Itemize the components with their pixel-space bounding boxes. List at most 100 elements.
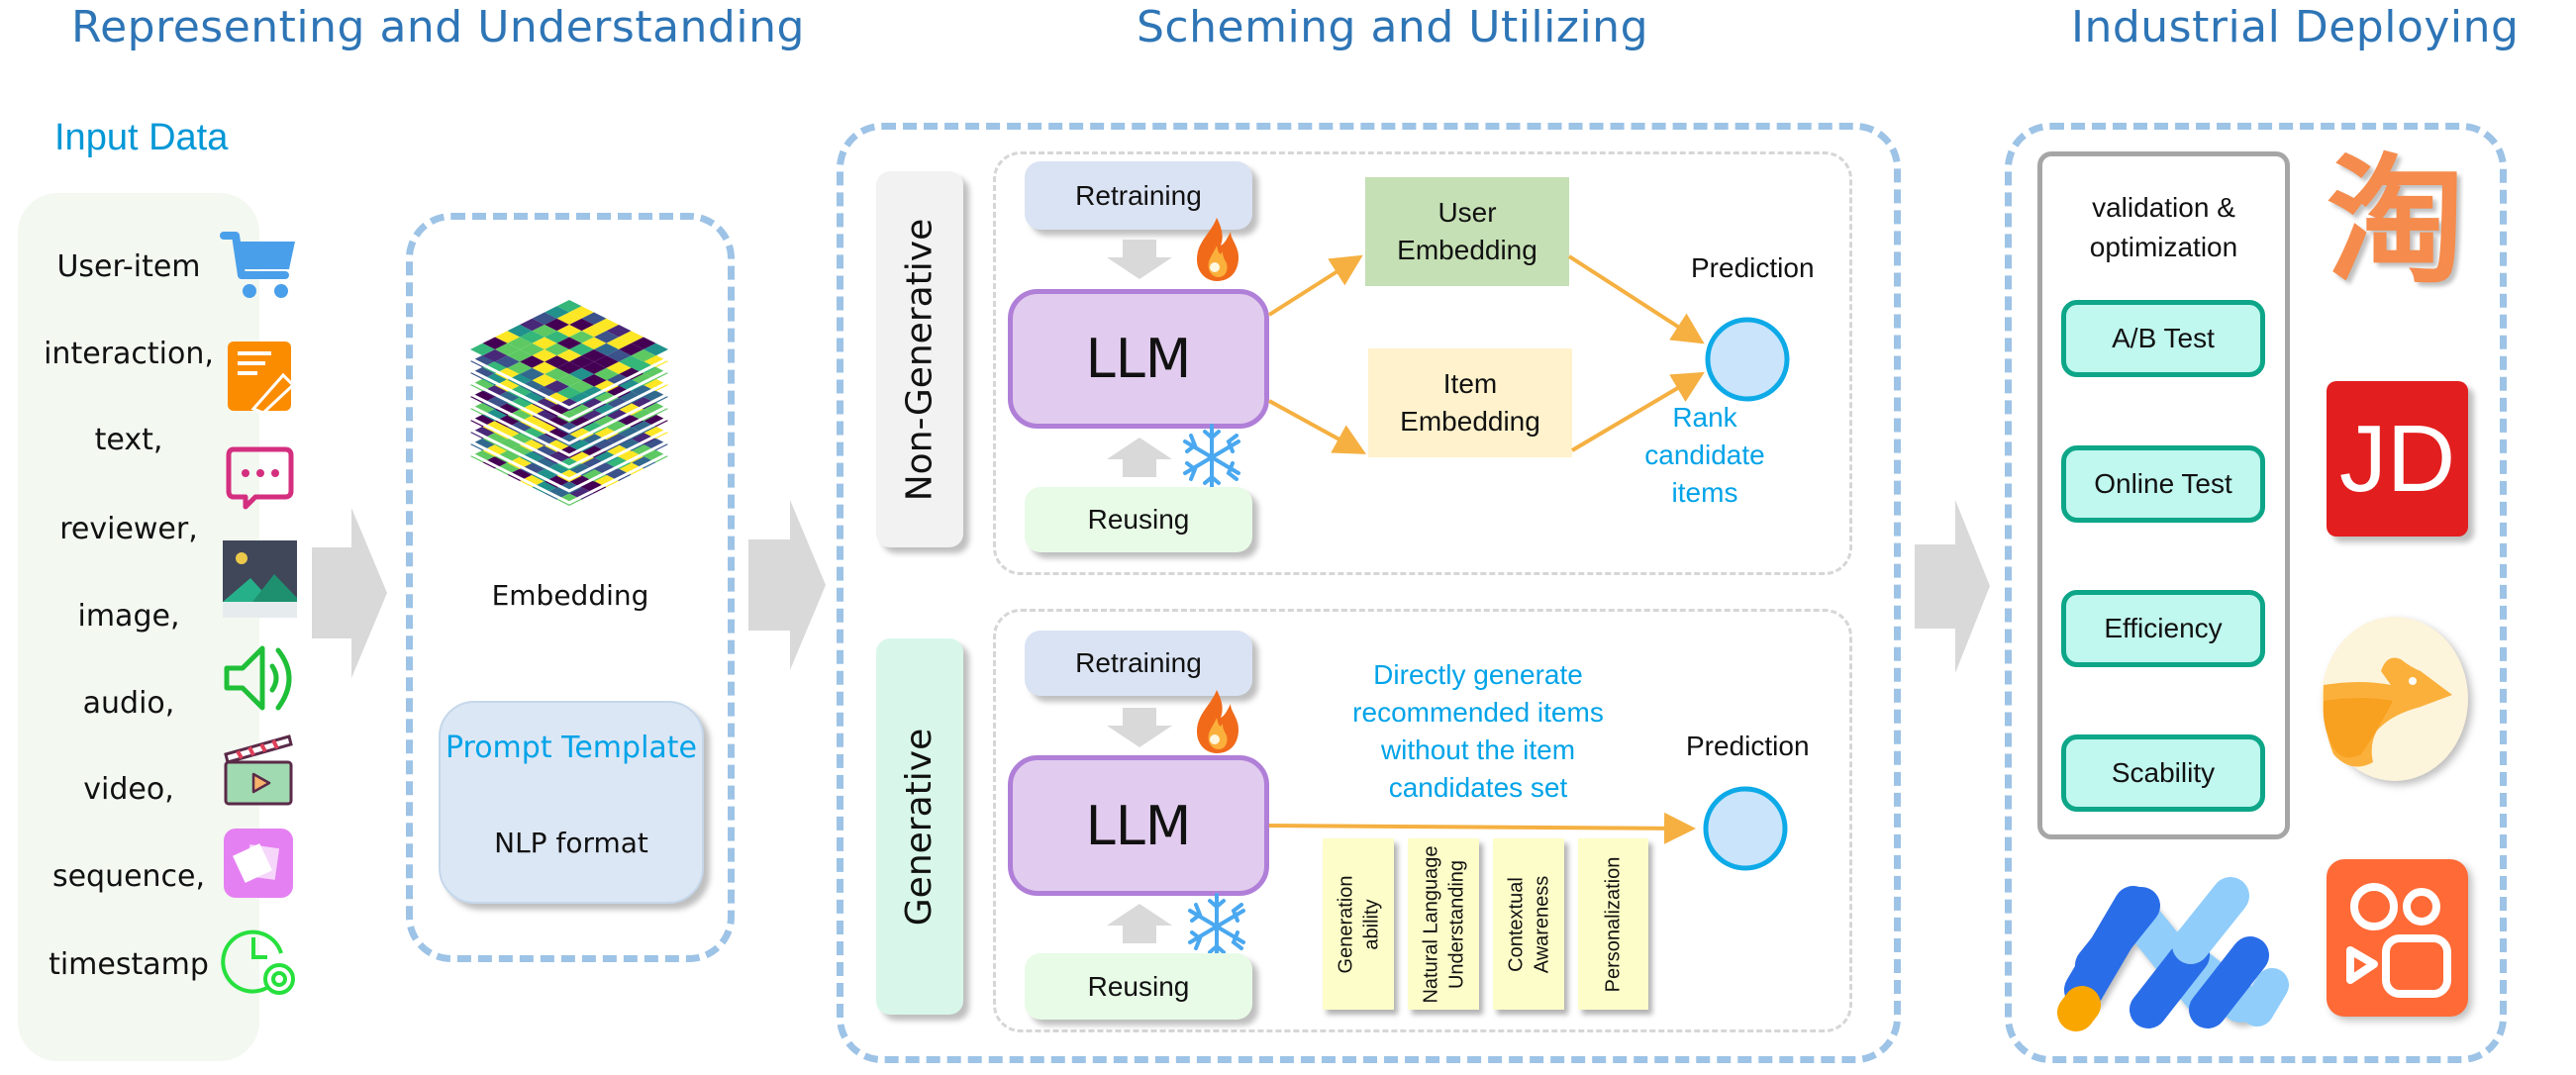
- section-title-deploying: Industrial Deploying: [2071, 2, 2520, 52]
- direct-line4: candidates set: [1388, 772, 1568, 803]
- deployment-panel: [2005, 123, 2507, 1063]
- embedding-tile: [556, 469, 582, 482]
- note-pencil-icon: [228, 342, 296, 415]
- embedding-layer-separator: [469, 368, 669, 422]
- generative-panel: [993, 609, 1852, 1032]
- embedding-layer-separator: [469, 440, 669, 493]
- arrow-llm-to-generated-prediction: [1268, 812, 1696, 844]
- scheming-panel: [837, 123, 1901, 1063]
- prompt-template-title: Prompt Template: [445, 731, 698, 765]
- down-arrow-icon: [1107, 708, 1172, 747]
- capability-line1: Personalization: [1602, 856, 1625, 992]
- embedding-layer-separator: [469, 380, 669, 434]
- direct-line2: recommended items: [1352, 697, 1604, 728]
- embedding-layer-separator: [469, 451, 669, 505]
- validation-line2: optimization: [2089, 232, 2238, 262]
- direct-generate-label: Directly generate recommended items with…: [1330, 656, 1627, 807]
- user-embedding-line2: Embedding: [1397, 235, 1537, 265]
- capability-line1: Generation: [1335, 875, 1356, 973]
- capability-card: Personalization: [1578, 838, 1648, 1010]
- fliggy-logo-icon: [2322, 617, 2468, 781]
- up-arrow-icon: [1107, 438, 1172, 477]
- reusing-box: Reusing: [1025, 487, 1252, 552]
- non-generative-label: Non-Generative: [876, 171, 963, 547]
- embedding-tile: [556, 493, 582, 506]
- generative-text: Generative: [899, 728, 941, 926]
- validation-line1: validation &: [2092, 192, 2235, 223]
- capability-line2: ability: [1360, 898, 1382, 950]
- input-label: sequence,: [51, 859, 206, 894]
- ab-test-box: A/B Test: [2061, 300, 2265, 377]
- embedding-tile: [556, 434, 582, 446]
- up-arrow-icon: [1107, 904, 1172, 943]
- embedding-tile: [556, 457, 582, 470]
- fire-icon: [1197, 218, 1238, 281]
- retraining-box: Retraining: [1025, 161, 1252, 230]
- arrow-user-to-prediction: [1567, 254, 1705, 344]
- fire-icon: [1197, 690, 1238, 753]
- non-generative-panel: [993, 151, 1852, 575]
- embedding-tile: [556, 422, 582, 435]
- scability-box: Scability: [2061, 734, 2265, 812]
- jd-logo-icon: JD: [2327, 381, 2468, 537]
- embedding-label: Embedding: [491, 579, 649, 612]
- prediction-label-generative: Prediction: [1686, 731, 1810, 761]
- llm-box-non-generative: LLM: [1008, 289, 1269, 429]
- arrow-llm-to-item: [1268, 399, 1367, 454]
- rank-line2: candidate: [1644, 440, 1765, 470]
- embedding-tile: [556, 445, 582, 458]
- stripes-logo-icon: [2057, 877, 2289, 1031]
- section-title-scheming: Scheming and Utilizing: [1137, 2, 1648, 52]
- input-label: reviewer,: [59, 512, 198, 546]
- kuaishou-logo-icon: [2327, 859, 2468, 1017]
- cards-icon: [224, 829, 293, 898]
- input-label: interaction,: [44, 337, 214, 371]
- clapperboard-icon: [224, 734, 293, 806]
- embedding-layer-separator: [469, 428, 669, 481]
- input-label: User-item: [56, 249, 201, 284]
- validation-title: validation & optimization: [2037, 188, 2290, 267]
- embedding-tile: [556, 386, 582, 399]
- prediction-node-non-generative: [1705, 317, 1790, 402]
- capability-line1: Contextual: [1505, 876, 1528, 972]
- rank-line1: Rank: [1672, 402, 1737, 433]
- embedding-tile: [556, 398, 582, 411]
- section-title-representing: Representing and Understanding: [71, 2, 805, 52]
- input-label: video,: [83, 772, 174, 807]
- efficiency-box: Efficiency: [2061, 590, 2265, 667]
- embedding-stack-icon: [469, 300, 669, 506]
- input-data-title: Input Data: [54, 117, 229, 158]
- rank-line3: items: [1671, 477, 1738, 508]
- input-label: image,: [77, 599, 180, 634]
- shopping-cart-icon: [220, 232, 295, 298]
- capability-line2: Understanding: [1445, 859, 1468, 989]
- online-test-box: Online Test: [2061, 445, 2265, 523]
- down-arrow-icon: [1107, 240, 1172, 279]
- taobao-logo-icon: 淘: [2326, 142, 2465, 303]
- flow-arrow-2: [748, 500, 826, 670]
- embedding-layer-separator: [469, 356, 669, 410]
- snowflake-icon: [1183, 424, 1240, 491]
- prompt-template-box: Prompt Template NLP format: [439, 701, 704, 904]
- embedding-layer-separator: [469, 416, 669, 469]
- embedding-tile: [556, 410, 582, 423]
- image-icon: [223, 540, 297, 618]
- generative-label: Generative: [876, 638, 963, 1015]
- prediction-label-non-generative: Prediction: [1691, 252, 1815, 283]
- capability-line2: Awareness: [1531, 875, 1553, 973]
- embedding-layer-separator: [469, 392, 669, 445]
- embedding-tile: [556, 481, 582, 494]
- nlp-format-label: NLP format: [494, 827, 648, 859]
- chat-bubble-icon: [226, 446, 294, 510]
- flow-arrow-1: [312, 508, 387, 678]
- rank-candidate-items-label: Rank candidate items: [1635, 399, 1774, 512]
- flow-arrow-3: [1915, 500, 1990, 673]
- retraining-box: Retraining: [1025, 631, 1252, 696]
- input-data-panel: User-item interaction, text, reviewer, i…: [18, 193, 259, 1061]
- item-embedding-line2: Embedding: [1400, 406, 1540, 437]
- embedding-layer-separator: [469, 404, 669, 457]
